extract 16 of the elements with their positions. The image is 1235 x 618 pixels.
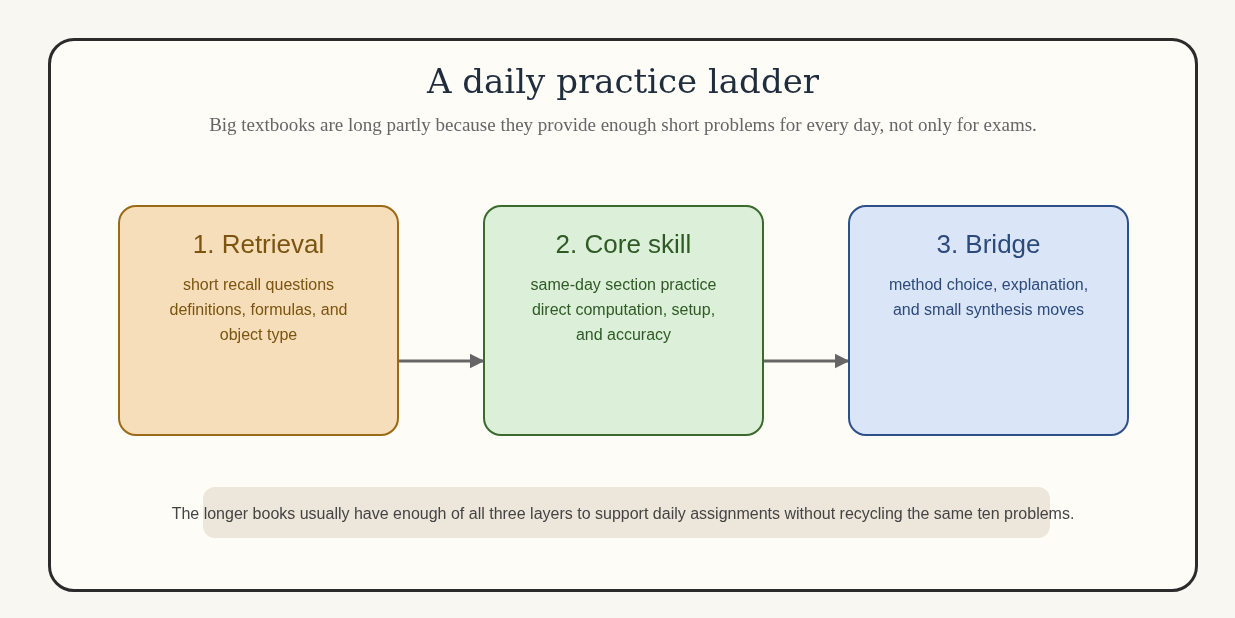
step-heading: 1. Retrieval	[191, 229, 326, 260]
step-description: method choice, explanation, and small synthesis moves	[887, 275, 1090, 320]
step-heading: 3. Bridge	[935, 229, 1042, 260]
step-description: direct computation, setup, and accuracy	[530, 300, 717, 345]
arrow	[399, 353, 485, 369]
step-heading: 2. Core skill	[554, 229, 693, 260]
step-box	[848, 205, 1129, 436]
step-box	[483, 205, 764, 436]
footer-note: The longer books usually have enough of all three layers to support daily assignments without recycling the same ten problems.	[170, 505, 1076, 523]
arrow	[764, 353, 850, 369]
step-box	[118, 205, 399, 436]
step-description: definitions, formulas, and object type	[168, 300, 349, 345]
subtitle: Big textbooks are long partly because they provide enough short problems for every day, not only for exams.	[208, 114, 1038, 136]
step-description: short recall questions	[181, 275, 336, 295]
title: A daily practice ladder	[425, 61, 820, 101]
step-description: same-day section practice	[529, 275, 718, 295]
